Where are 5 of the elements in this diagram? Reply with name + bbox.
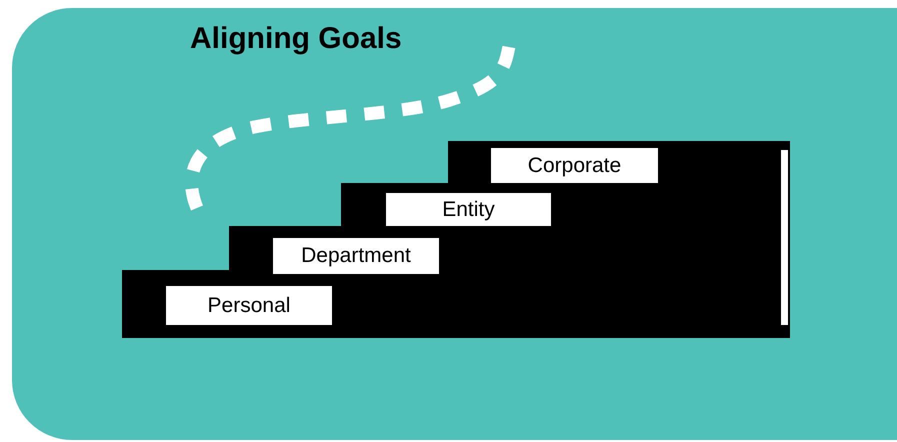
title: Aligning Goals <box>190 22 402 56</box>
step-label: Entity <box>386 193 551 226</box>
step-label: Department <box>273 238 439 274</box>
step-label: Corporate <box>491 148 658 183</box>
step-label: Personal <box>166 286 332 325</box>
